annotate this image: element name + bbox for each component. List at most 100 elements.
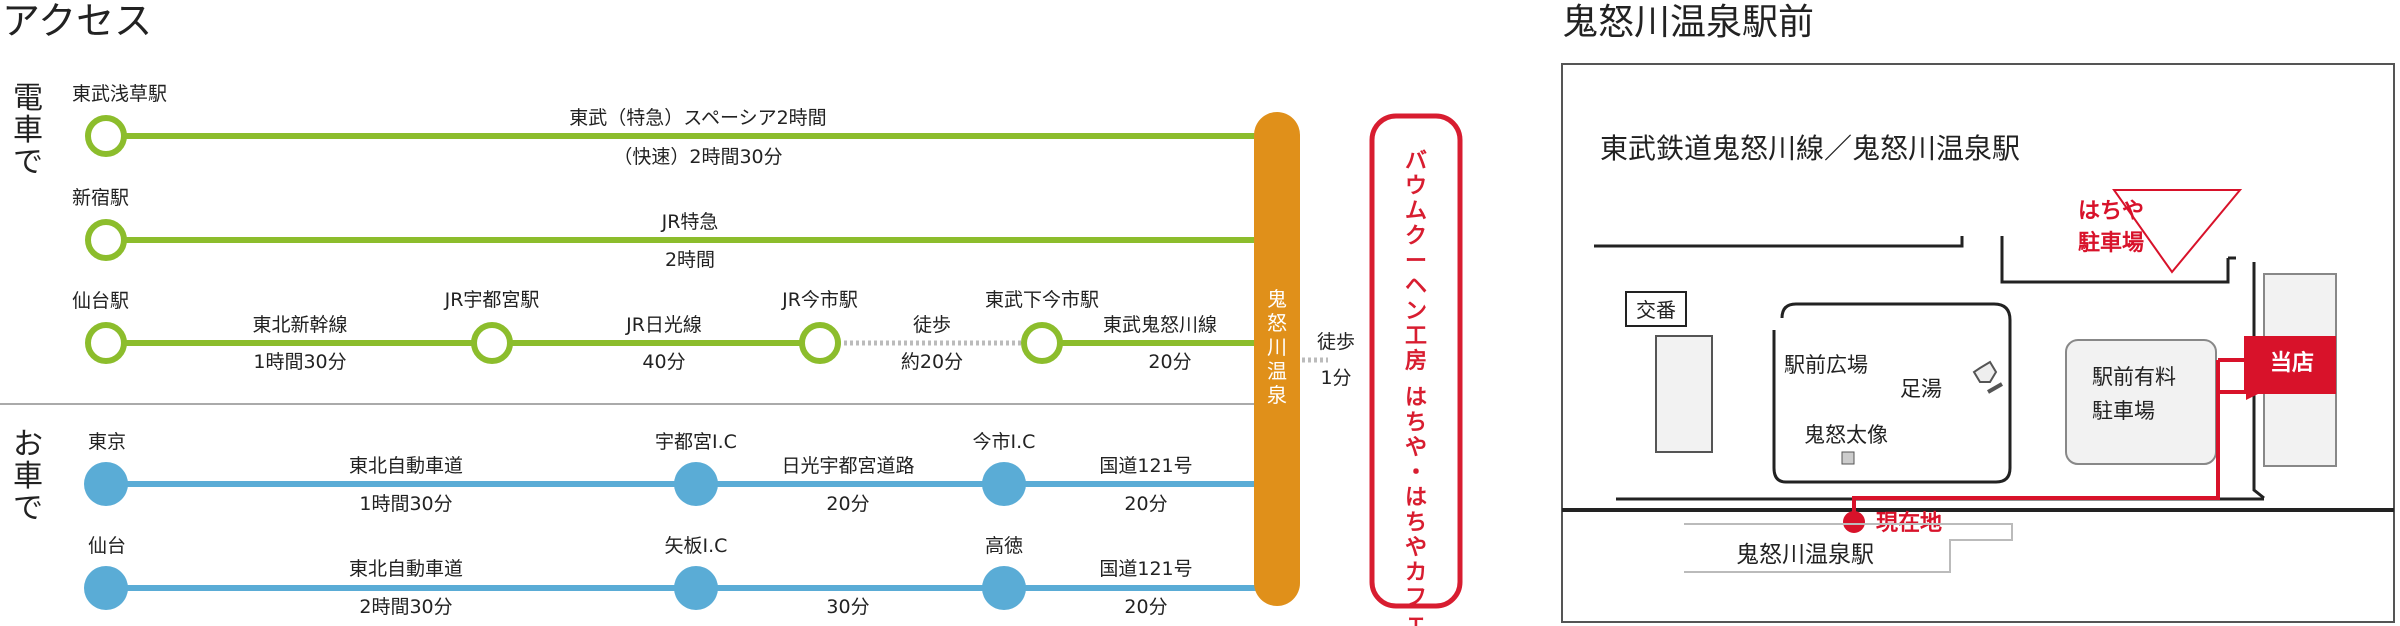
train-route-sendai: 仙台駅 東北新幹線 1時間30分 JR宇都宮駅 JR日光線 40分 JR今市駅 … [72,289,1290,373]
car-side-label: お 車 で [13,427,43,526]
segment-time: 20分 [826,493,869,515]
hachiya-parking-line: 駐車場 [2078,230,2144,256]
terminal-walk-time: 1分 [1320,367,1351,389]
destination-char: ・ [1405,460,1427,485]
walk-time: 約20分 [901,351,963,373]
segment-time: 30分 [826,596,869,618]
segment-time: 2時間30分 [359,596,452,618]
route-label: JR特急 [661,211,719,233]
car-side-char: お [13,427,43,462]
destination-char: ち [1405,410,1427,435]
station-node [799,322,841,364]
station-label: 鬼怒川温泉駅 [1736,542,1874,568]
foot-bath-label: 足湯 [1900,377,1942,401]
map-building [1655,335,1713,453]
terminal-station-char: 怒 [1267,311,1287,335]
destination-char: は [1405,485,1427,510]
start-label: 仙台 [88,535,126,557]
destination-char: 工 [1405,324,1427,349]
car-node [84,566,128,610]
car-side-char: で [13,491,43,526]
train-side-char: 電 [13,81,43,116]
destination-char: や [1405,435,1427,460]
station-label: JR今市駅 [781,289,858,311]
kinugawa-station-bar [1254,112,1300,606]
foot-bath-icon [1972,360,1998,383]
map-road [1594,236,1964,248]
destination-char: ー [1405,249,1427,274]
destination-char: フ [1405,585,1427,610]
our-store-marker [2244,336,2336,394]
terminal-station-char: 鬼 [1267,287,1287,311]
current-location-marker [1843,511,1865,533]
segment-label: 日光宇都宮道路 [781,455,914,477]
station-plaza [1772,302,2012,484]
train-side-char: で [13,145,43,180]
destination-char: は [1405,385,1427,410]
statue-label: 鬼怒太像 [1804,423,1888,447]
train-side-char: 車 [13,113,43,148]
police-box-label: 交番 [1636,298,1676,322]
station-node [1021,322,1063,364]
hachiya-parking-line: はちや [2078,199,2144,224]
station-node [85,115,127,157]
destination-char: ち [1405,510,1427,535]
stop-label: 高徳 [985,535,1023,557]
station-node [85,322,127,364]
segment-time: 1時間30分 [359,493,452,515]
destination-char: ン [1405,299,1427,324]
route-time: （快速）2時間30分 [613,146,782,168]
segment-label: 国道121号 [1099,455,1192,477]
station-node [85,219,127,261]
stop-label: 宇都宮I.C [655,431,737,453]
paid-parking-line: 駅前有料 [2092,365,2176,389]
train-side-label: 電 車 で [13,81,43,180]
car-node [674,566,718,610]
destination-char: カ [1405,560,1427,585]
segment-label: 東北自動車道 [349,558,463,580]
paid-parking-label: 駅前有料 駐車場 [2092,365,2183,423]
arrow-icon [2246,352,2262,368]
car-node [84,462,128,506]
segment-label: JR日光線 [625,314,702,336]
destination-char: 房 [1405,348,1427,374]
station-front-title: 鬼怒川温泉駅前 [1562,2,1814,43]
terminal-walk-label: 徒歩 [1317,331,1355,353]
terminal-station-char: 泉 [1267,383,1287,407]
segment-time: 20分 [1124,596,1167,618]
car-node [982,566,1026,610]
train-route-shinjuku: 新宿駅 JR特急 2時間 [72,187,1290,271]
destination-char: ェ [1405,610,1427,626]
segment-time: 20分 [1124,493,1167,515]
stop-label: 今市I.C [973,431,1036,453]
station-label: 新宿駅 [72,187,129,209]
car-node [674,462,718,506]
hachiya-parking-label: はちや 駐車場 [2078,199,2152,256]
statue-icon [1841,451,1855,465]
station-label: JR宇都宮駅 [444,289,540,311]
station-label: 東武浅草駅 [72,83,167,105]
foot-bath-mark [1987,382,2003,394]
segment-label: 東北新幹線 [252,314,347,336]
plaza-label: 駅前広場 [1784,353,1868,377]
walk-label: 徒歩 [913,314,951,336]
car-route-tokyo: 東京 東北自動車道 1時間30分 宇都宮I.C 日光宇都宮道路 20分 今市I.… [84,431,1290,515]
station-label: 仙台駅 [72,290,129,312]
paid-parking-line: 駐車場 [2092,399,2155,423]
segment-label: 東武鬼怒川線 [1103,314,1217,336]
destination-char: ム [1405,199,1427,224]
segment-time: 1時間30分 [253,351,346,373]
map-heading: 東武鉄道鬼怒川線／鬼怒川温泉駅 [1600,132,2020,165]
route-to-store [1852,390,2246,522]
route-time: 2時間 [665,249,715,271]
arrow-icon [2246,384,2262,400]
access-title: アクセス [2,0,152,43]
destination-char: ヘ [1405,274,1427,299]
car-route-sendai: 仙台 東北自動車道 2時間30分 矢板I.C 30分 高徳 国道121号 20分 [84,535,1290,618]
terminal-station-char: 温 [1267,359,1287,383]
destination-char: や [1405,535,1427,560]
car-side-char: 車 [13,459,43,494]
station-map: 東武鉄道鬼怒川線／鬼怒川温泉駅 はちや 駐車場 交番 駅前広場 足湯 鬼怒太像 … [1561,63,2395,623]
